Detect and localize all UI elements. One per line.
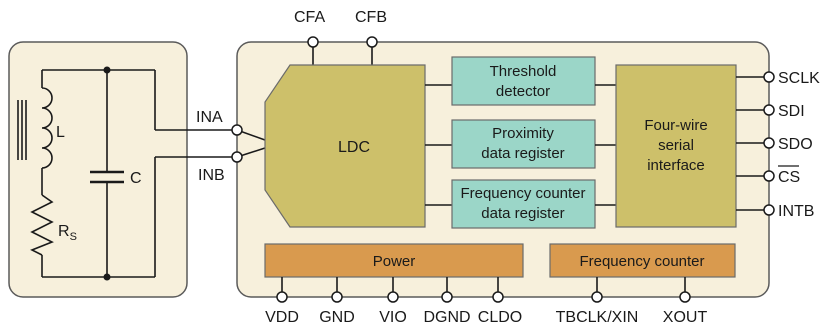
vdd-pin (276, 291, 288, 303)
cfa-pin (307, 36, 319, 48)
tbclk-label: TBCLK/XIN (556, 309, 639, 326)
cfb-pin (366, 36, 378, 48)
cfb-label: CFB (355, 9, 387, 26)
intb-pin (763, 204, 775, 216)
dgnd-label: DGND (423, 309, 470, 326)
power-block (264, 243, 524, 278)
ina-pin (231, 124, 243, 136)
proximity-register-block (451, 119, 596, 169)
intb-label: INTB (778, 203, 814, 220)
xout-pin (679, 291, 691, 303)
sclk-pin (763, 71, 775, 83)
sdo-pin (763, 137, 775, 149)
threshold-detector-block (451, 56, 596, 106)
resistor-icon (30, 194, 54, 256)
serial-interface-block (615, 64, 737, 228)
serial-label-line3: interface (647, 157, 705, 174)
proximity-label-line2: data register (481, 145, 564, 162)
freq-counter-block (549, 243, 736, 278)
vio-pin (387, 291, 399, 303)
sdo-label: SDO (778, 136, 813, 153)
inb-label: INB (198, 167, 225, 184)
ldc-block (264, 64, 426, 228)
tank-wiring (41, 66, 237, 281)
freq-register-label-line1: Frequency counter (460, 185, 585, 202)
power-label: Power (373, 253, 416, 270)
tbclk-pin (591, 291, 603, 303)
vdd-label: VDD (265, 309, 299, 326)
vio-label: VIO (379, 309, 407, 326)
capacitor-icon (90, 170, 124, 184)
cldo-pin (492, 291, 504, 303)
sdi-label: SDI (778, 103, 805, 120)
inductor-icon (41, 87, 53, 169)
gnd-pin (331, 291, 343, 303)
proximity-label-line1: Proximity (492, 125, 554, 142)
sclk-label: SCLK (778, 70, 820, 87)
resistor-label: RS (58, 223, 77, 243)
cs-pin (763, 170, 775, 182)
gnd-label: GND (319, 309, 355, 326)
sdi-pin (763, 104, 775, 116)
ldc-label: LDC (338, 139, 370, 156)
threshold-label-line2: detector (496, 83, 550, 100)
serial-label-line1: Four-wire (644, 117, 707, 134)
xout-label: XOUT (663, 309, 708, 326)
tank-panel (8, 41, 188, 298)
cldo-label: CLDO (478, 309, 522, 326)
inb-pin (231, 151, 243, 163)
right-pins (736, 71, 775, 216)
serial-label-line2: serial (658, 137, 694, 154)
freq-counter-register-block (451, 179, 596, 229)
inductor-core (17, 100, 27, 160)
dgnd-pin (441, 291, 453, 303)
cfa-label: CFA (294, 9, 325, 26)
ina-label: INA (196, 109, 223, 126)
freq-counter-label: Frequency counter (579, 253, 704, 270)
cs-label: CS (778, 169, 800, 186)
capacitor-label: C (130, 170, 142, 187)
freq-register-label-line2: data register (481, 205, 564, 222)
inductor-label: L (56, 124, 65, 141)
threshold-label-line1: Threshold (490, 63, 557, 80)
bottom-pins (276, 277, 691, 303)
